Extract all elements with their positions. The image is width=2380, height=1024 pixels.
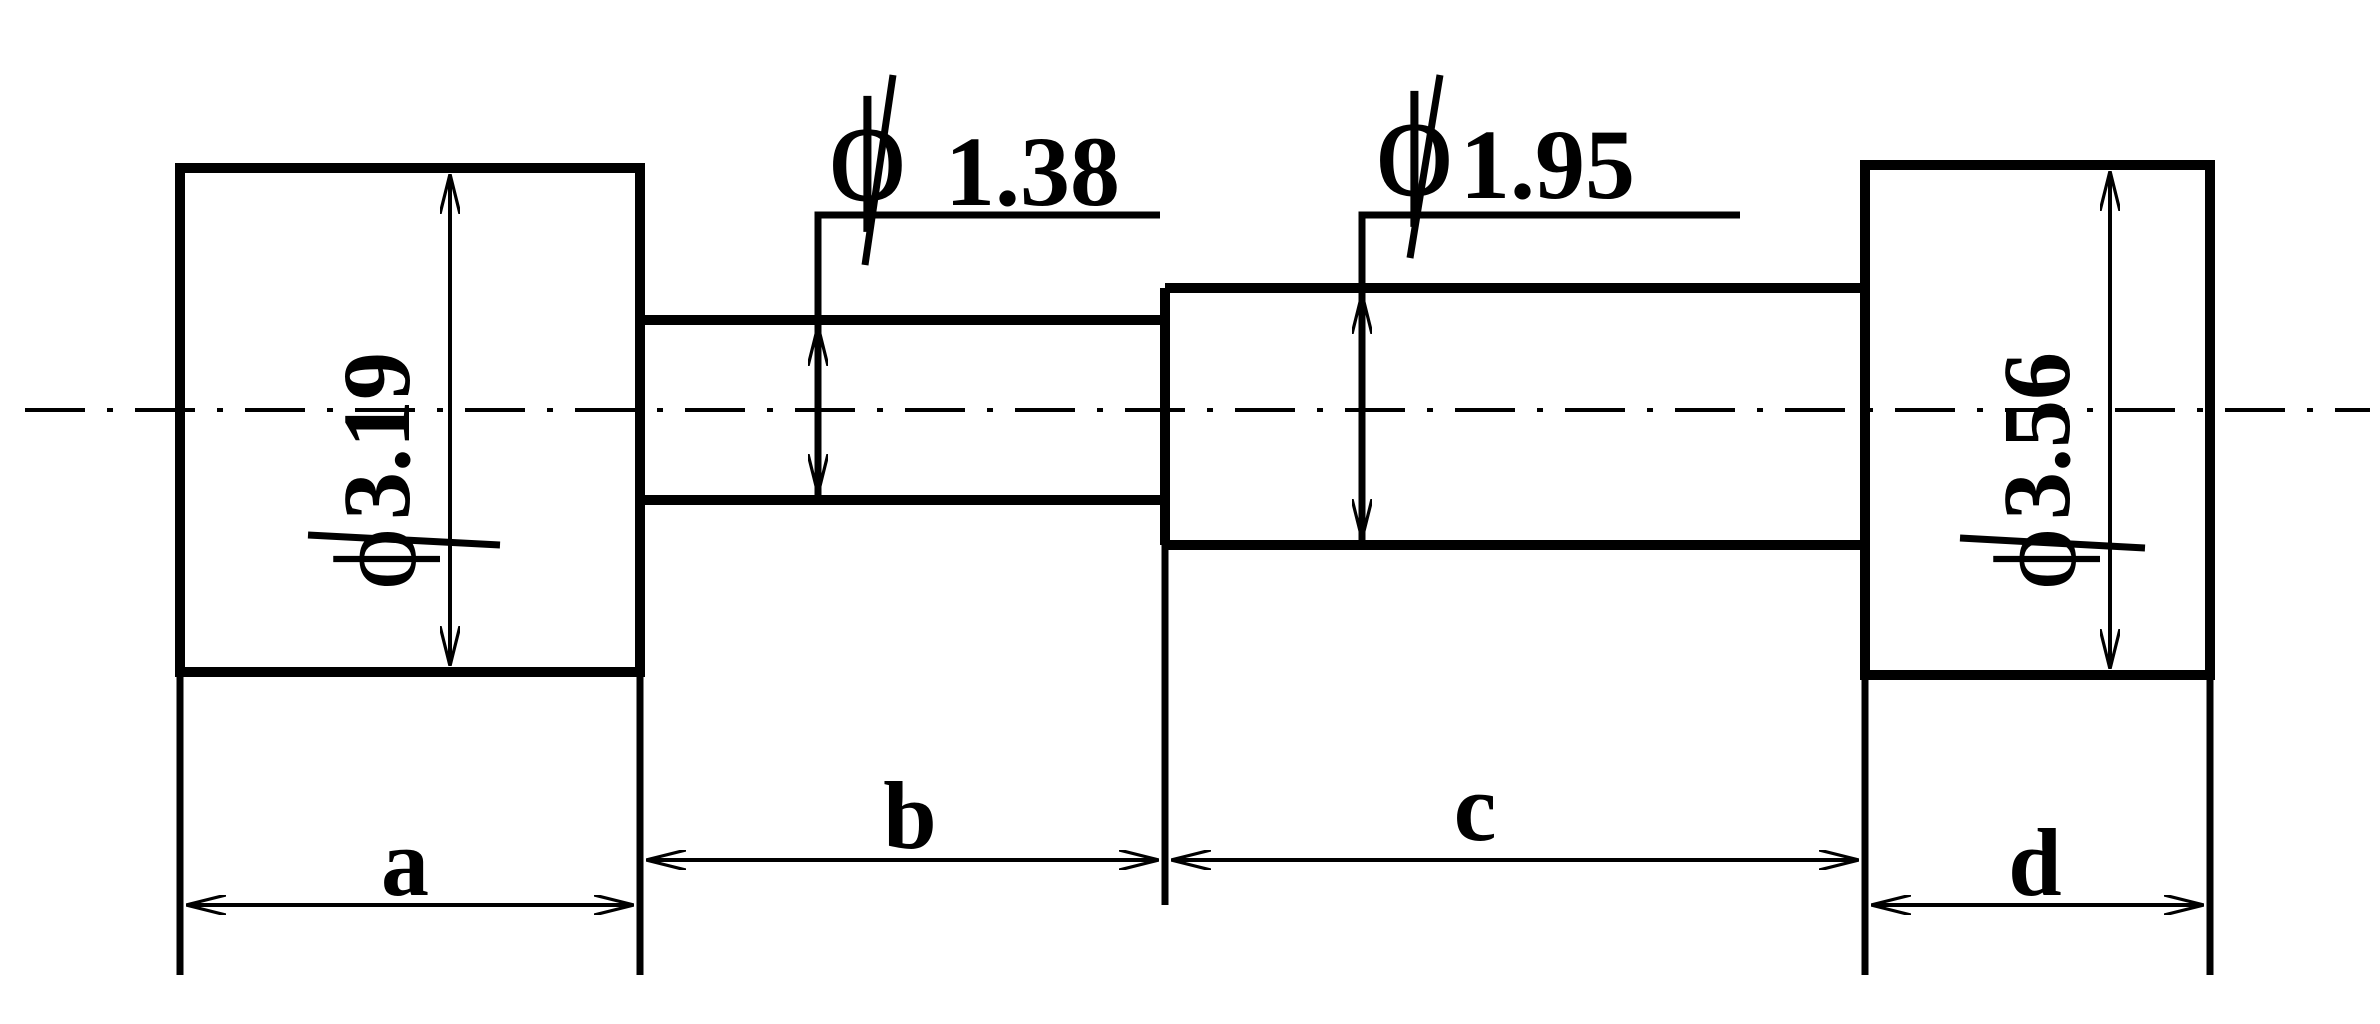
middle-diameter-dimension: ϕ 1.95 xyxy=(1362,62,1740,545)
length-label-c: c xyxy=(1454,754,1497,861)
length-dimension-a: a xyxy=(188,809,632,916)
length-label-a: a xyxy=(381,809,429,916)
right-cylinder xyxy=(1860,160,2215,680)
small-shaft-section xyxy=(640,315,1165,505)
small-diameter-dimension: ϕ 1.38 xyxy=(818,67,1160,500)
small-diameter-value: 1.38 xyxy=(945,116,1120,227)
left-diameter-value: 3.19 xyxy=(323,352,430,520)
right-diameter-dimension: ϕ 3.56 xyxy=(1959,173,2146,667)
length-dimension-b: b xyxy=(648,762,1157,869)
middle-diameter-value: 1.95 xyxy=(1460,109,1635,220)
phi-symbol-small: ϕ xyxy=(828,67,907,233)
left-diameter-dimension: ϕ 3.19 xyxy=(307,176,501,664)
length-label-b: b xyxy=(883,762,936,869)
length-dimension-c: c xyxy=(1173,754,1857,861)
length-dimension-d: d xyxy=(1873,809,2202,916)
length-label-d: d xyxy=(2008,809,2061,916)
middle-shaft-section xyxy=(1160,283,1865,550)
left-cylinder xyxy=(175,163,645,677)
extension-lines xyxy=(176,500,2214,975)
phi-symbol-middle: ϕ xyxy=(1375,62,1454,228)
right-diameter-value: 3.56 xyxy=(1983,352,2090,520)
